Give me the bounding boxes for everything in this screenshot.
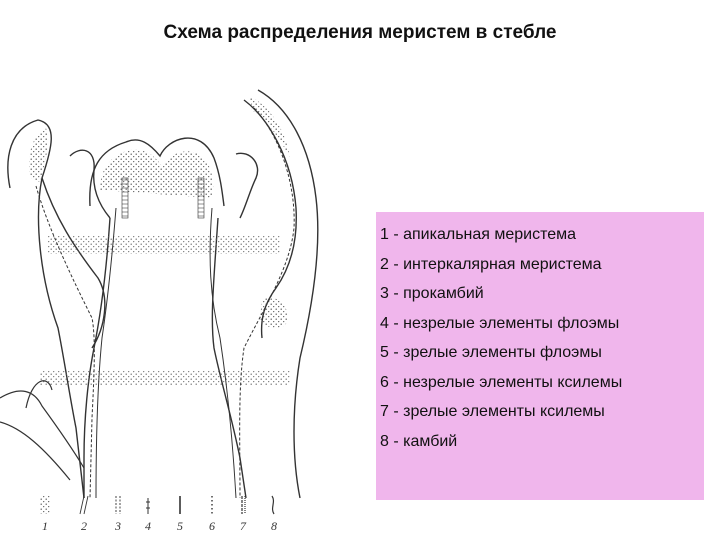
leaf-tip-left: [29, 128, 48, 182]
stem-inner-right: [212, 218, 246, 498]
key-symbols: [40, 496, 274, 514]
intercalary-band-upper: [48, 236, 280, 254]
xylem-strand-right: [198, 178, 204, 218]
legend-item: 2 - интеркалярная меристема: [380, 250, 704, 280]
page-title: Схема распределения меристем в стебле: [0, 22, 720, 44]
legend-item: 5 - зрелые элементы флоэмы: [380, 338, 704, 368]
stem-meristem-diagram: 1 2 3 4 5 6 7 8: [0, 78, 372, 540]
leaf-primordium-right: [236, 153, 258, 218]
legend-item: 3 - прокамбий: [380, 279, 704, 309]
axillary-bud: [260, 298, 287, 328]
legend-box: 1 - апикальная меристема 2 - интеркалярн…: [376, 212, 704, 500]
key-symbol-1: [40, 496, 50, 514]
xylem-strand-left: [122, 178, 128, 218]
key-symbol-3: [116, 496, 120, 514]
legend-item: 7 - зрелые элементы ксилемы: [380, 397, 704, 427]
key-number: 5: [177, 519, 183, 533]
intercalary-band-lower: [40, 370, 290, 386]
key-number: 6: [209, 519, 215, 533]
stem-inner-left: [84, 218, 110, 498]
key-symbol-2: [80, 496, 88, 514]
key-number: 7: [240, 519, 247, 533]
left-leaf-inner: [42, 178, 105, 348]
key-number: 1: [42, 519, 48, 533]
key-symbol-8: [272, 496, 274, 514]
legend-item: 1 - апикальная меристема: [380, 220, 704, 250]
apical-meristem-zone: [100, 150, 213, 198]
legend-item: 8 - камбий: [380, 427, 704, 457]
key-number: 4: [145, 519, 151, 533]
key-number: 2: [81, 519, 87, 533]
legend-item: 4 - незрелые элементы флоэмы: [380, 309, 704, 339]
key-symbol-4: [146, 498, 150, 514]
legend-list: 1 - апикальная меристема 2 - интеркалярн…: [376, 212, 704, 456]
key-number: 3: [114, 519, 121, 533]
leaf-tip-right: [250, 96, 290, 158]
key-number: 8: [271, 519, 277, 533]
key-symbol-7: [242, 496, 245, 514]
stem-outer-left: [8, 120, 84, 498]
legend-item: 6 - незрелые элементы ксилемы: [380, 368, 704, 398]
